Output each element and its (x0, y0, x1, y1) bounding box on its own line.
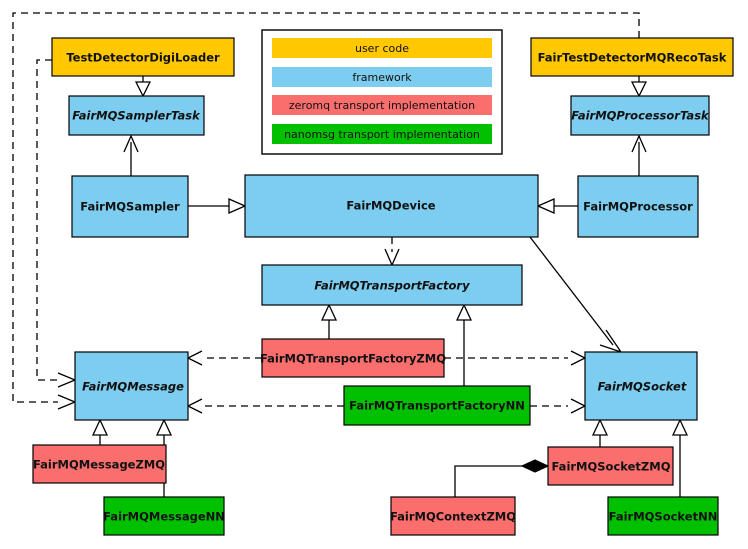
node-box[interactable] (51, 37, 235, 77)
node-label: FairMQSocket (598, 380, 687, 394)
node-label: FairMQSocketZMQ (552, 460, 671, 474)
node-FairMQProcessorTask[interactable]: FairMQProcessorTask (570, 95, 710, 136)
legend-label: user code (355, 42, 409, 55)
node-FairMQContextZMQ[interactable]: FairMQContextZMQ (390, 496, 516, 536)
legend-item-nanomsg: nanomsg transport implementation (272, 124, 492, 144)
node-FairMQTransportFactory[interactable]: FairMQTransportFactory (261, 264, 523, 306)
node-FairMQSamplerTask[interactable]: FairMQSamplerTask (68, 95, 205, 136)
node-box[interactable] (103, 496, 225, 536)
node-box[interactable] (547, 446, 674, 486)
node-label: FairMQProcessor (583, 200, 693, 214)
edge-digiloader-inherits-samplertask (134, 76, 152, 98)
node-box[interactable] (577, 175, 699, 238)
node-label: FairMQContextZMQ (390, 510, 516, 524)
edge-socketzmq-composes-contextzmq (454, 459, 550, 497)
node-label: FairTestDetectorMQRecoTask (538, 51, 727, 65)
node-FairMQSampler[interactable]: FairMQSampler (71, 175, 189, 238)
node-FairTestDetectorMQRecoTask[interactable]: FairTestDetectorMQRecoTask (530, 37, 734, 77)
edge-factoryzmq-inherits-factory (320, 303, 338, 339)
edge-processor-uses-processortask (631, 134, 647, 176)
edge-recotask-inherits-processortask (630, 76, 648, 98)
legend-label: zeromq transport implementation (289, 99, 475, 112)
node-FairMQSocketZMQ[interactable]: FairMQSocketZMQ (547, 446, 674, 486)
legend-item-user-code: user code (272, 38, 492, 58)
node-box[interactable] (261, 338, 445, 378)
node-label: FairMQMessageZMQ (33, 458, 165, 472)
edge-sampler-inherits-device (188, 198, 247, 214)
node-FairMQSocket[interactable]: FairMQSocket (584, 351, 698, 421)
node-layer: TestDetectorDigiLoader FairTestDetectorM… (32, 37, 734, 536)
edge-messagezmq-inherits-message (91, 418, 109, 445)
node-FairMQMessageZMQ[interactable]: FairMQMessageZMQ (32, 444, 167, 484)
node-label: FairMQSamplerTask (72, 109, 201, 123)
node-box[interactable] (68, 95, 205, 136)
node-box[interactable] (74, 351, 189, 421)
node-FairMQDevice[interactable]: FairMQDevice (244, 174, 539, 238)
edge-processor-inherits-device (536, 198, 578, 214)
node-box[interactable] (570, 95, 710, 136)
node-box[interactable] (32, 444, 167, 484)
edge-layer (12, 12, 689, 497)
node-box[interactable] (584, 351, 698, 421)
node-label: FairMQDevice (346, 199, 435, 213)
node-box[interactable] (261, 264, 523, 306)
node-label: FairMQTransportFactory (314, 279, 470, 293)
legend-swatch (272, 67, 492, 87)
legend-panel: user code framework zeromq transport imp… (261, 29, 503, 155)
node-FairMQTransportFactoryNN[interactable]: FairMQTransportFactoryNN (343, 385, 531, 426)
node-FairMQSocketNN[interactable]: FairMQSocketNN (607, 496, 719, 536)
node-label: TestDetectorDigiLoader (66, 51, 220, 65)
node-box[interactable] (530, 37, 734, 77)
node-label: FairMQSampler (80, 200, 180, 214)
legend-swatch (272, 95, 492, 115)
edge-socketzmq-inherits-socket (591, 418, 609, 447)
node-FairMQProcessor[interactable]: FairMQProcessor (577, 175, 699, 238)
node-box[interactable] (244, 174, 539, 238)
legend-swatch (272, 124, 492, 144)
node-label: FairMQProcessorTask (571, 109, 710, 123)
node-FairMQMessageNN[interactable]: FairMQMessageNN (103, 496, 225, 536)
legend-label: nanomsg transport implementation (284, 128, 480, 141)
node-FairMQTransportFactoryZMQ[interactable]: FairMQTransportFactoryZMQ (260, 338, 446, 378)
node-label: FairMQMessage (82, 380, 184, 394)
legend-item-framework: framework (272, 67, 492, 87)
legend-swatch (272, 38, 492, 58)
legend-item-zeromq: zeromq transport implementation (272, 95, 492, 115)
edge-sampler-uses-samplertask (123, 134, 139, 176)
node-box[interactable] (71, 175, 189, 238)
node-label: FairMQMessageNN (103, 510, 225, 524)
node-box[interactable] (607, 496, 719, 536)
edge-socketnn-inherits-socket (671, 418, 689, 497)
legend-label: framework (352, 71, 412, 84)
node-box[interactable] (390, 496, 516, 536)
node-label: FairMQTransportFactoryZMQ (260, 352, 446, 366)
node-label: FairMQTransportFactoryNN (349, 399, 525, 413)
node-box[interactable] (343, 385, 531, 426)
node-label: FairMQSocketNN (609, 510, 718, 524)
node-TestDetectorDigiLoader[interactable]: TestDetectorDigiLoader (51, 37, 235, 77)
edge-factorynn-inherits-factory (455, 303, 473, 386)
node-FairMQMessage[interactable]: FairMQMessage (74, 351, 189, 421)
